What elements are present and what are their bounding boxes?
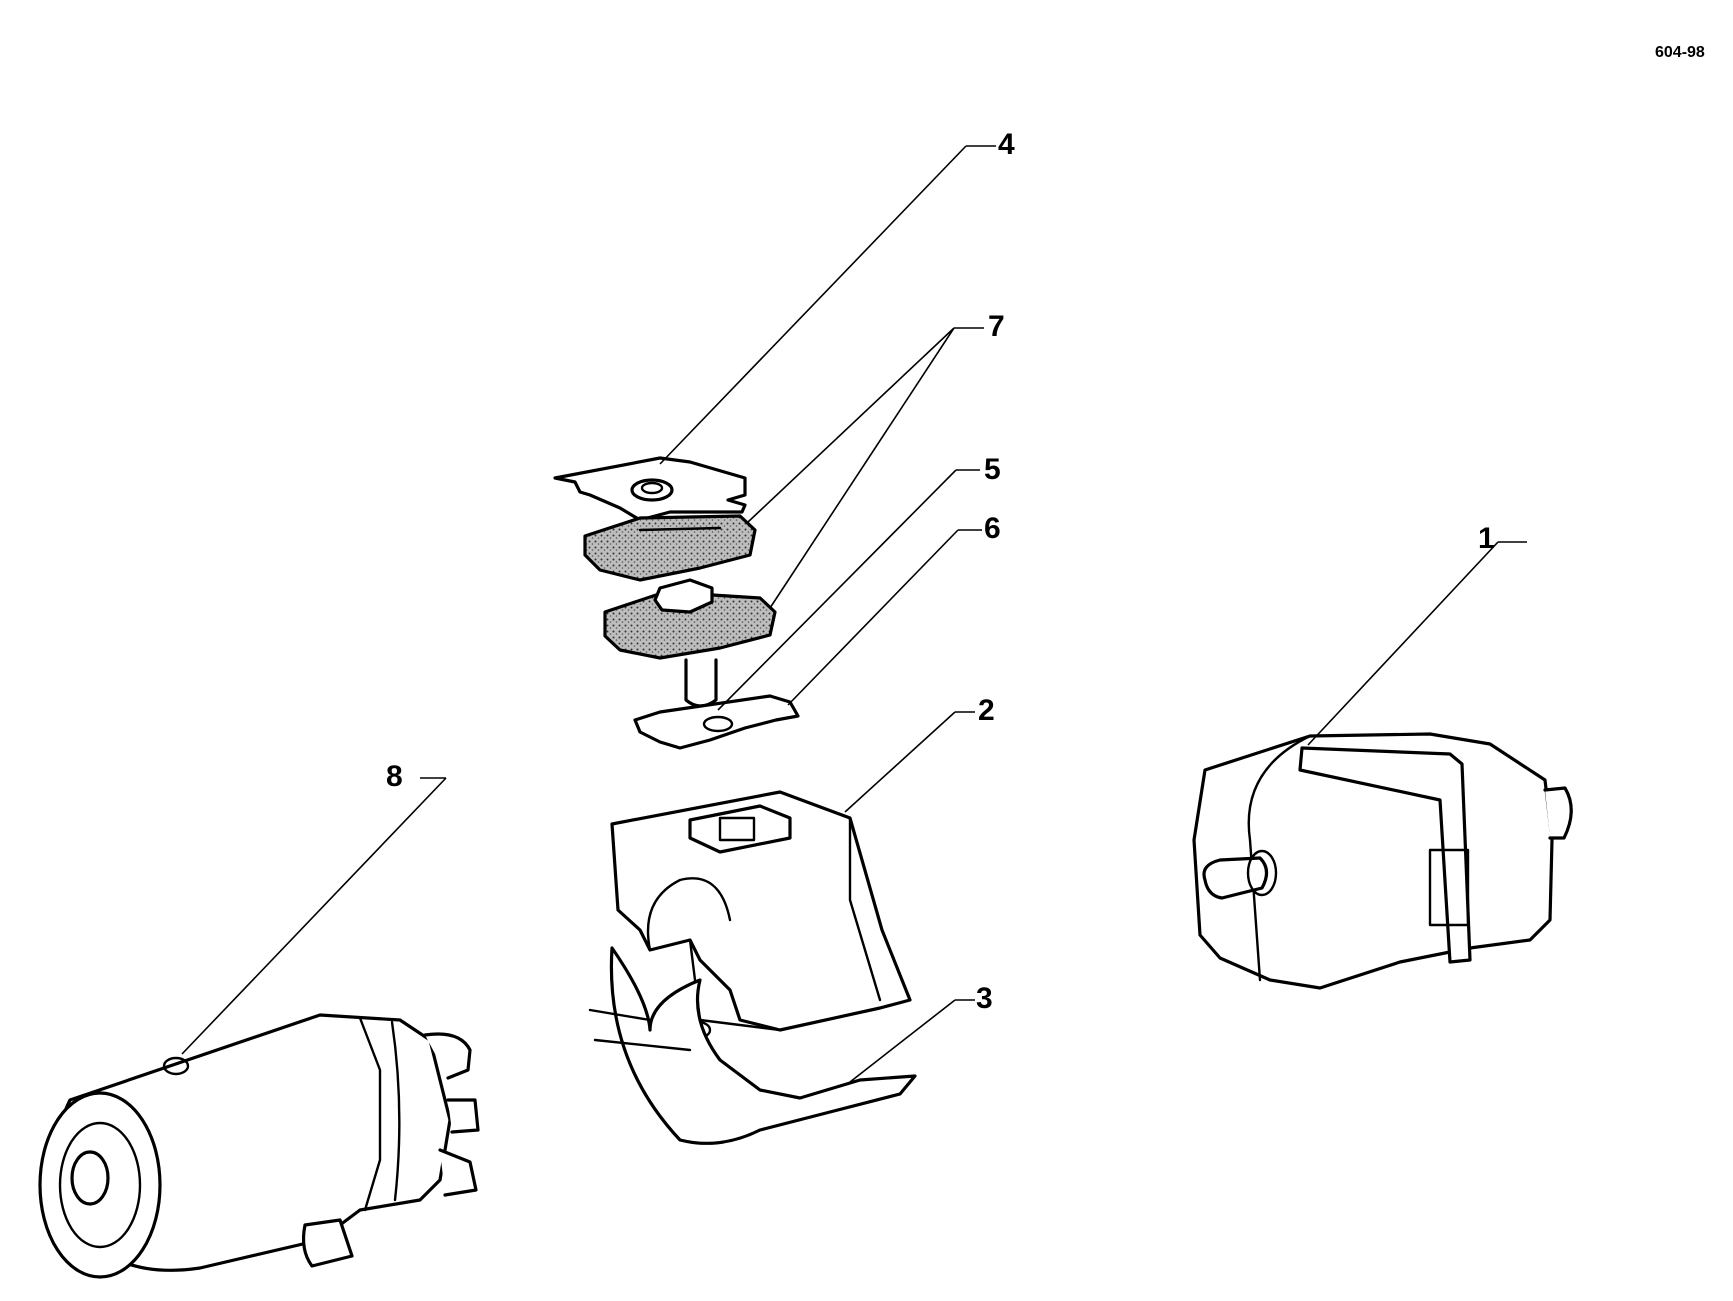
leader-line-1 xyxy=(1307,541,1499,746)
part-5-stud xyxy=(684,658,718,708)
part-2-bracket xyxy=(610,790,912,1040)
callout-label-4: 4 xyxy=(998,128,1015,161)
callout-label-2: 2 xyxy=(978,694,995,727)
part-7-lower-foam-pad xyxy=(603,578,777,660)
leader-line-5 xyxy=(717,469,957,711)
leader-line-6 xyxy=(787,529,959,706)
callout-label-8: 8 xyxy=(386,760,403,793)
leader-line-7a xyxy=(747,327,955,523)
leader-line-2 xyxy=(844,711,956,813)
leader-lines xyxy=(181,145,1527,1083)
part-7-upper-foam-pad xyxy=(583,514,757,582)
callout-label-6: 6 xyxy=(984,512,1001,545)
part-3-clamp-band xyxy=(588,946,917,1145)
leader-line-7b xyxy=(769,327,955,609)
part-6-bottom-plate xyxy=(633,694,800,750)
leader-line-3 xyxy=(849,999,956,1083)
part-4-mounting-plate xyxy=(553,456,747,522)
document-number: 604-98 xyxy=(1655,44,1705,61)
leader-line-4 xyxy=(659,145,967,465)
callout-label-5: 5 xyxy=(984,453,1001,486)
callout-label-3: 3 xyxy=(976,982,993,1015)
leader-line-8 xyxy=(181,777,447,1055)
part-1-pump-housing xyxy=(1192,732,1573,990)
callout-label-7: 7 xyxy=(988,310,1005,343)
part-8-pump-motor xyxy=(38,1013,480,1279)
callout-label-1: 1 xyxy=(1478,522,1495,555)
